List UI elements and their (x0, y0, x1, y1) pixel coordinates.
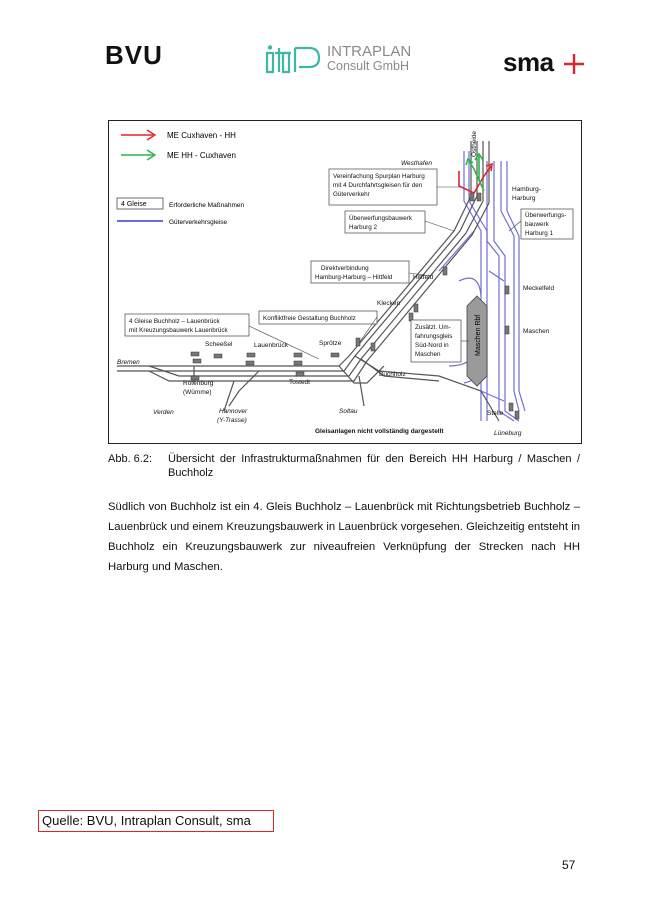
callout-zusaetzl-1: Zusätzl. Um- (415, 324, 451, 331)
body-paragraph: Südlich von Buchholz ist ein 4. Gleis Bu… (108, 501, 580, 573)
label-tostedt: Tostedt (289, 379, 310, 386)
callout-direkt-2: Hamburg-Harburg – Hittfeld (315, 274, 393, 281)
label-lueneburg: Lüneburg (494, 430, 522, 437)
legend-red-label: ME Cuxhaven - HH (167, 131, 236, 140)
callout-zusaetzl-4: Maschen (415, 351, 441, 358)
label-westhafen: Westhafen (401, 160, 432, 167)
direction-arrows (458, 152, 493, 195)
figure-footer-note: Gleisanlagen nicht vollständig dargestel… (315, 428, 444, 435)
intraplan-logo-line1: INTRAPLAN (327, 43, 412, 60)
legend-line-desc: Güterverkehrsgleise (169, 219, 228, 226)
label-harburg-1: Hamburg- (512, 186, 541, 193)
label-stelle: Stelle (487, 410, 504, 417)
itp-logo-icon (265, 45, 321, 74)
callout-ueberwerfung2-2: Harburg 2 (349, 224, 377, 231)
maschen-rbf-label: Maschen Rbf (475, 315, 482, 356)
infrastructure-map-figure: ME Cuxhaven - HH ME HH - Cuxhaven 4 Glei… (108, 120, 582, 444)
label-rotenburg-1: Rotenburg (183, 380, 214, 387)
callout-spurplan-1: Vereinfachung Spurplan Harburg (333, 173, 425, 180)
label-hannover-2: (Y-Trasse) (217, 417, 247, 424)
freight-tracks (438, 151, 526, 422)
sma-plus-icon (564, 54, 584, 74)
callout-ueberwerfung1-2: bauwerk (525, 221, 550, 228)
intraplan-logo-line2: Consult GmbH (327, 59, 409, 73)
maschen-rbf-yard: Maschen Rbf (466, 295, 488, 387)
label-verden: Verden (153, 409, 174, 416)
callout-ueberwerfung2-1: Überwerfungsbauwerk (349, 214, 413, 222)
label-bremen: Bremen (117, 359, 140, 366)
label-soltau: Soltau (339, 408, 358, 415)
label-hannover-1: Hannover (219, 408, 248, 415)
label-rotenburg-2: (Wümme) (183, 389, 212, 396)
legend-box-desc: Erforderliche Maßnahmen (169, 202, 245, 209)
callout-spurplan-2: mit 4 Durchfahrtsgleisen für den (333, 182, 423, 189)
callout-spurplan-3: Güterverkehr (333, 191, 370, 198)
legend-box-label: 4 Gleise (121, 201, 147, 208)
label-ostheide: Ostheide (471, 131, 478, 157)
station-markers (190, 192, 520, 420)
sma-logo: sma (503, 47, 554, 77)
legend: ME Cuxhaven - HH ME HH - Cuxhaven 4 Glei… (116, 129, 245, 226)
callout-boxes (124, 168, 574, 363)
callout-zusaetzl-3: Süd-Nord in (415, 342, 449, 349)
callout-konfliktfrei: Konfliktfreie Gestaltung Buchholz (263, 315, 356, 322)
label-scheessel: Scheeßel (205, 341, 233, 348)
bvu-logo: BVU (105, 40, 163, 70)
callout-viergleise-2: mit Kreuzungsbauwerk Lauenbrück (129, 327, 229, 334)
label-lauenbrueck: Lauenbrück (254, 342, 289, 349)
caption-text: Übersicht der Infrastrukturmaßnahmen für… (168, 453, 580, 479)
label-klecken: Klecken (377, 300, 401, 307)
source-note: Quelle: BVU, Intraplan Consult, sma (38, 810, 274, 832)
callout-zusaetzl-2: fahrungsgleis (415, 333, 452, 340)
label-meckelfeld: Meckelfeld (523, 285, 554, 292)
callout-ueberwerfung1-3: Harburg 1 (525, 230, 553, 237)
legend-green-label: ME HH - Cuxhaven (167, 151, 236, 160)
label-buchholz: Buchholz (379, 371, 406, 378)
label-hittfeld: Hittfeld (413, 274, 434, 281)
callout-viergleise-1: 4 Gleise Buchholz – Lauenbrück (129, 318, 221, 325)
caption-number: Abb. 6.2: (108, 453, 153, 465)
callout-direkt-1: Direktverbindung (321, 265, 369, 272)
label-sproetze: Sprötze (319, 340, 342, 347)
track-map: ME Cuxhaven - HH ME HH - Cuxhaven 4 Glei… (116, 129, 574, 437)
page-number: 57 (562, 858, 576, 872)
label-harburg-2: Harburg (512, 195, 536, 202)
intraplan-logo: INTRAPLAN Consult GmbH (327, 43, 412, 73)
label-maschen: Maschen (523, 328, 550, 335)
callout-ueberwerfung1-1: Überwerfungs- (525, 211, 566, 219)
